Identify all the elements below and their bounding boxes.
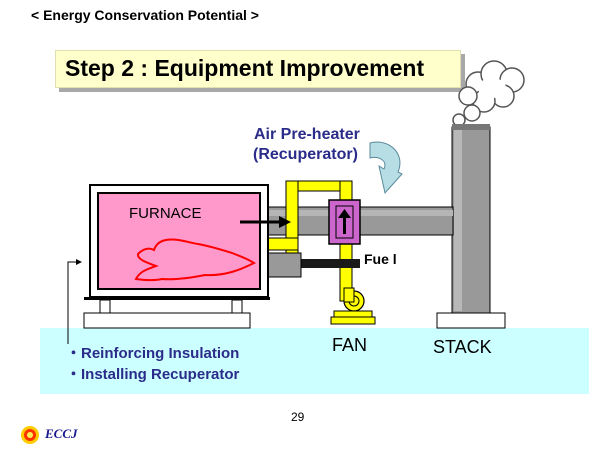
- fuel-line: [300, 259, 360, 268]
- page-number: 29: [291, 410, 305, 424]
- header-text: < Energy Conservation Potential >: [31, 7, 259, 23]
- air-preheater-label: Air Pre-heater: [254, 126, 360, 143]
- fuel-label: Fue l: [364, 251, 397, 267]
- bullet-item: ・Reinforcing Insulation: [66, 345, 240, 362]
- fan-label: FAN: [332, 335, 368, 355]
- eccj-logo-icon: [21, 426, 39, 444]
- stack: [436, 124, 506, 329]
- burner: [262, 252, 302, 278]
- smoke-cloud: [452, 60, 525, 136]
- bullet-list: ・Reinforcing Insulation ・Installing Recu…: [66, 343, 239, 385]
- recuperator: [328, 199, 361, 245]
- gas-flow-arrow: [240, 216, 291, 228]
- floor-area: [40, 328, 589, 394]
- recuperator-label: (Recuperator): [253, 146, 358, 163]
- flame: [134, 238, 256, 282]
- furnace-label: FURNACE: [129, 205, 202, 222]
- title-box: [55, 50, 461, 88]
- bullet-item: ・Installing Recuperator: [66, 366, 240, 383]
- pointer-line: [67, 259, 82, 344]
- slide-title: Step 2 : Equipment Improvement: [65, 55, 425, 81]
- stack-label: STACK: [433, 337, 492, 357]
- logo-text: ECCJ: [45, 426, 78, 441]
- fan: [330, 287, 376, 325]
- curved-arrow: [369, 141, 403, 195]
